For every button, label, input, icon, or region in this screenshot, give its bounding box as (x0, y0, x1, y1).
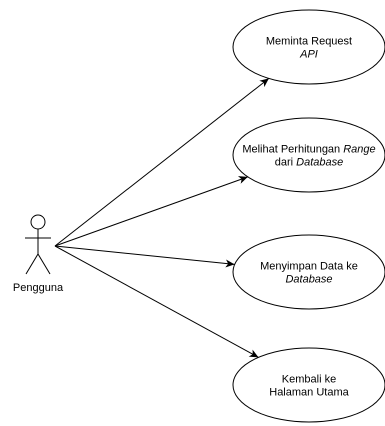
use-case-ellipse (232, 9, 385, 85)
use-case-label-line: Melihat Perhitungan Range (242, 144, 375, 156)
actor-pengguna[interactable]: Pengguna (13, 214, 64, 294)
use-case-ellipse (232, 234, 385, 310)
use-case-label-line: API (299, 49, 318, 61)
use-case-ellipse (232, 347, 385, 423)
use-case-label-line: dari Database (275, 157, 344, 169)
association-arrow-2 (54, 176, 248, 247)
use-case-label-line: Kembali ke (282, 374, 336, 386)
actor-name: Pengguna (13, 282, 64, 294)
association-lines (54, 78, 270, 358)
use-case-label-line: Meminta Request (266, 36, 352, 48)
use-case-ellipse (232, 117, 385, 193)
association-arrow-4 (54, 245, 259, 358)
use-case-label-line: Menyimpan Data ke (260, 261, 358, 273)
association-arrow-1 (54, 78, 270, 247)
stick-figure-actor-icon (25, 214, 51, 275)
use-case-label-line: Halaman Utama (269, 387, 349, 399)
use-case-label-line: Database (285, 274, 332, 286)
association-arrow-3 (54, 245, 235, 268)
